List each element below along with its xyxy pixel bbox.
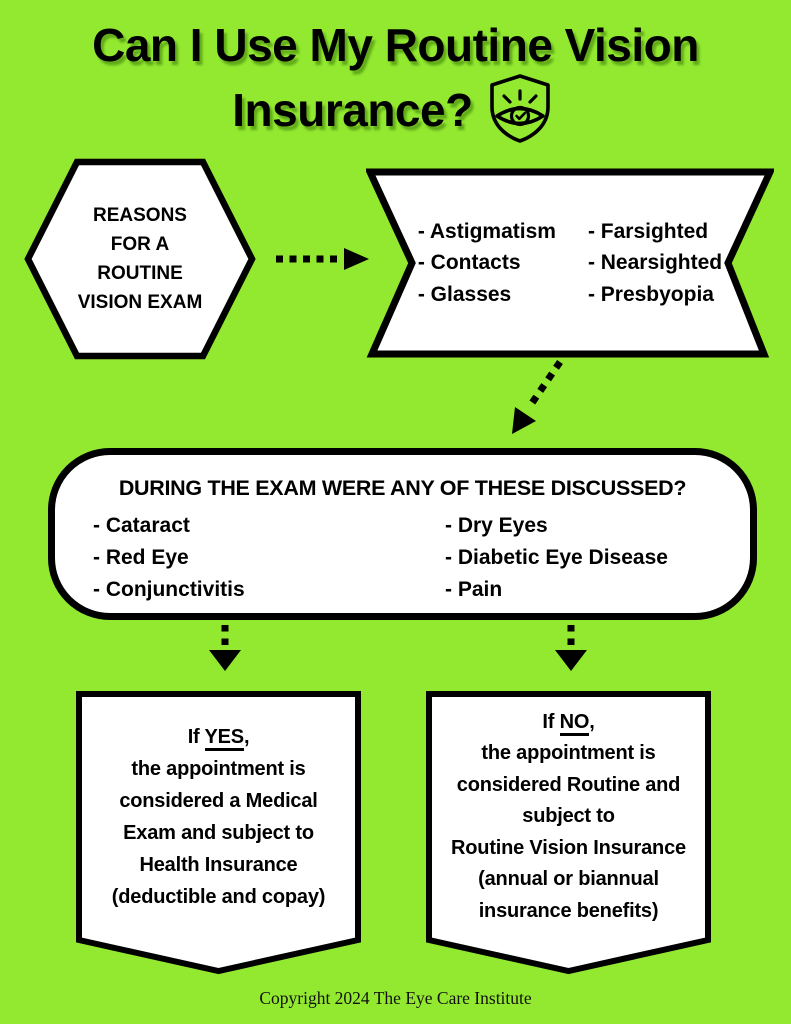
hexagon-label: REASONS FOR A ROUTINE VISION EXAM [24,158,256,360]
no-line: insurance benefits) [478,899,659,922]
reason-item: - Presbyopia [587,282,714,306]
exam-question-title: DURING THE EXAM WERE ANY OF THESE DISCUS… [118,476,687,500]
exam-item: - Pain [445,578,503,601]
copyright-text: Copyright 2024 The Eye Care Institute [259,988,532,1008]
yes-line: considered a Medical [119,790,318,812]
exam-item: - Conjunctivitis [93,578,245,601]
eye-shield-check-icon [489,74,550,143]
exam-col1: - Cataract - Red Eye - Conjunctivitis [93,510,245,606]
arrow-down-dotted-no [555,625,587,671]
reasons-col2: - Farsighted - Nearsighted - Presbyopia [588,216,722,311]
yes-line: Health Insurance [139,854,298,876]
title-line2-row: Insurance? [0,74,791,144]
no-line: considered Routine and [456,773,681,796]
yes-intro-prefix: If [187,726,205,748]
hexagon-line: VISION EXAM [77,292,203,313]
no-line: Routine Vision Insurance [451,836,686,859]
no-line: subject to [522,805,615,828]
reasons-columns: - Astigmatism - Contacts - Glasses - Far… [366,168,774,358]
no-line: (annual or biannual [478,868,659,891]
hexagon-line: ROUTINE [97,263,183,284]
page-title: Can I Use My Routine Vision Insurance? [0,14,791,144]
title-line2: Insurance? [232,84,473,136]
yes-intro-line: If YES, [188,721,250,753]
reason-item: - Farsighted [587,219,709,243]
no-intro-prefix: If [542,710,560,733]
reasons-col1: - Astigmatism - Contacts - Glasses [418,216,556,311]
yes-result-text: If YES, the appointment is considered a … [76,691,361,943]
reason-item: - Astigmatism [417,219,556,243]
no-intro-suffix: , [589,710,595,733]
banner-shape [366,168,774,358]
yes-line: the appointment is [131,758,306,780]
reasons-list-box: - Astigmatism - Contacts - Glasses - Far… [366,168,774,358]
no-word-underlined: NO [559,710,589,736]
yes-result-box: If YES, the appointment is considered a … [76,691,361,975]
yes-intro-suffix: , [243,726,250,748]
exam-item: - Red Eye [93,546,189,569]
reason-item: - Nearsighted [587,251,723,275]
arrow-down-dotted-yes [209,625,241,671]
arrow-down-left-dotted [512,360,563,434]
reason-item: - Glasses [417,282,512,306]
reasons-hexagon: REASONS FOR A ROUTINE VISION EXAM [24,158,256,360]
exam-question-box: DURING THE EXAM WERE ANY OF THESE DISCUS… [48,448,757,620]
pennant-shape [426,691,711,975]
exam-item: - Cataract [93,514,190,537]
title-line1: Can I Use My Routine Vision [92,19,699,71]
hexagon-line: FOR A [110,234,170,255]
pennant-shape [76,691,361,975]
exam-col2: - Dry Eyes - Diabetic Eye Disease - Pain [445,510,668,606]
arrow-right-dotted [276,248,369,270]
yes-line: (deductible and copay) [111,886,326,908]
exam-item: - Dry Eyes [445,514,548,537]
reason-item: - Contacts [417,251,521,275]
no-result-box: If NO, the appointment is considered Rou… [426,691,711,975]
yes-line: Exam and subject to [123,822,314,844]
no-result-text: If NO, the appointment is considered Rou… [426,691,711,943]
no-line: the appointment is [481,742,656,765]
hexagon-line: REASONS [93,205,187,226]
no-intro-line: If NO, [542,707,595,739]
exam-item: - Diabetic Eye Disease [445,546,668,569]
hexagon-shape [24,158,256,360]
yes-word-underlined: YES [204,726,244,751]
